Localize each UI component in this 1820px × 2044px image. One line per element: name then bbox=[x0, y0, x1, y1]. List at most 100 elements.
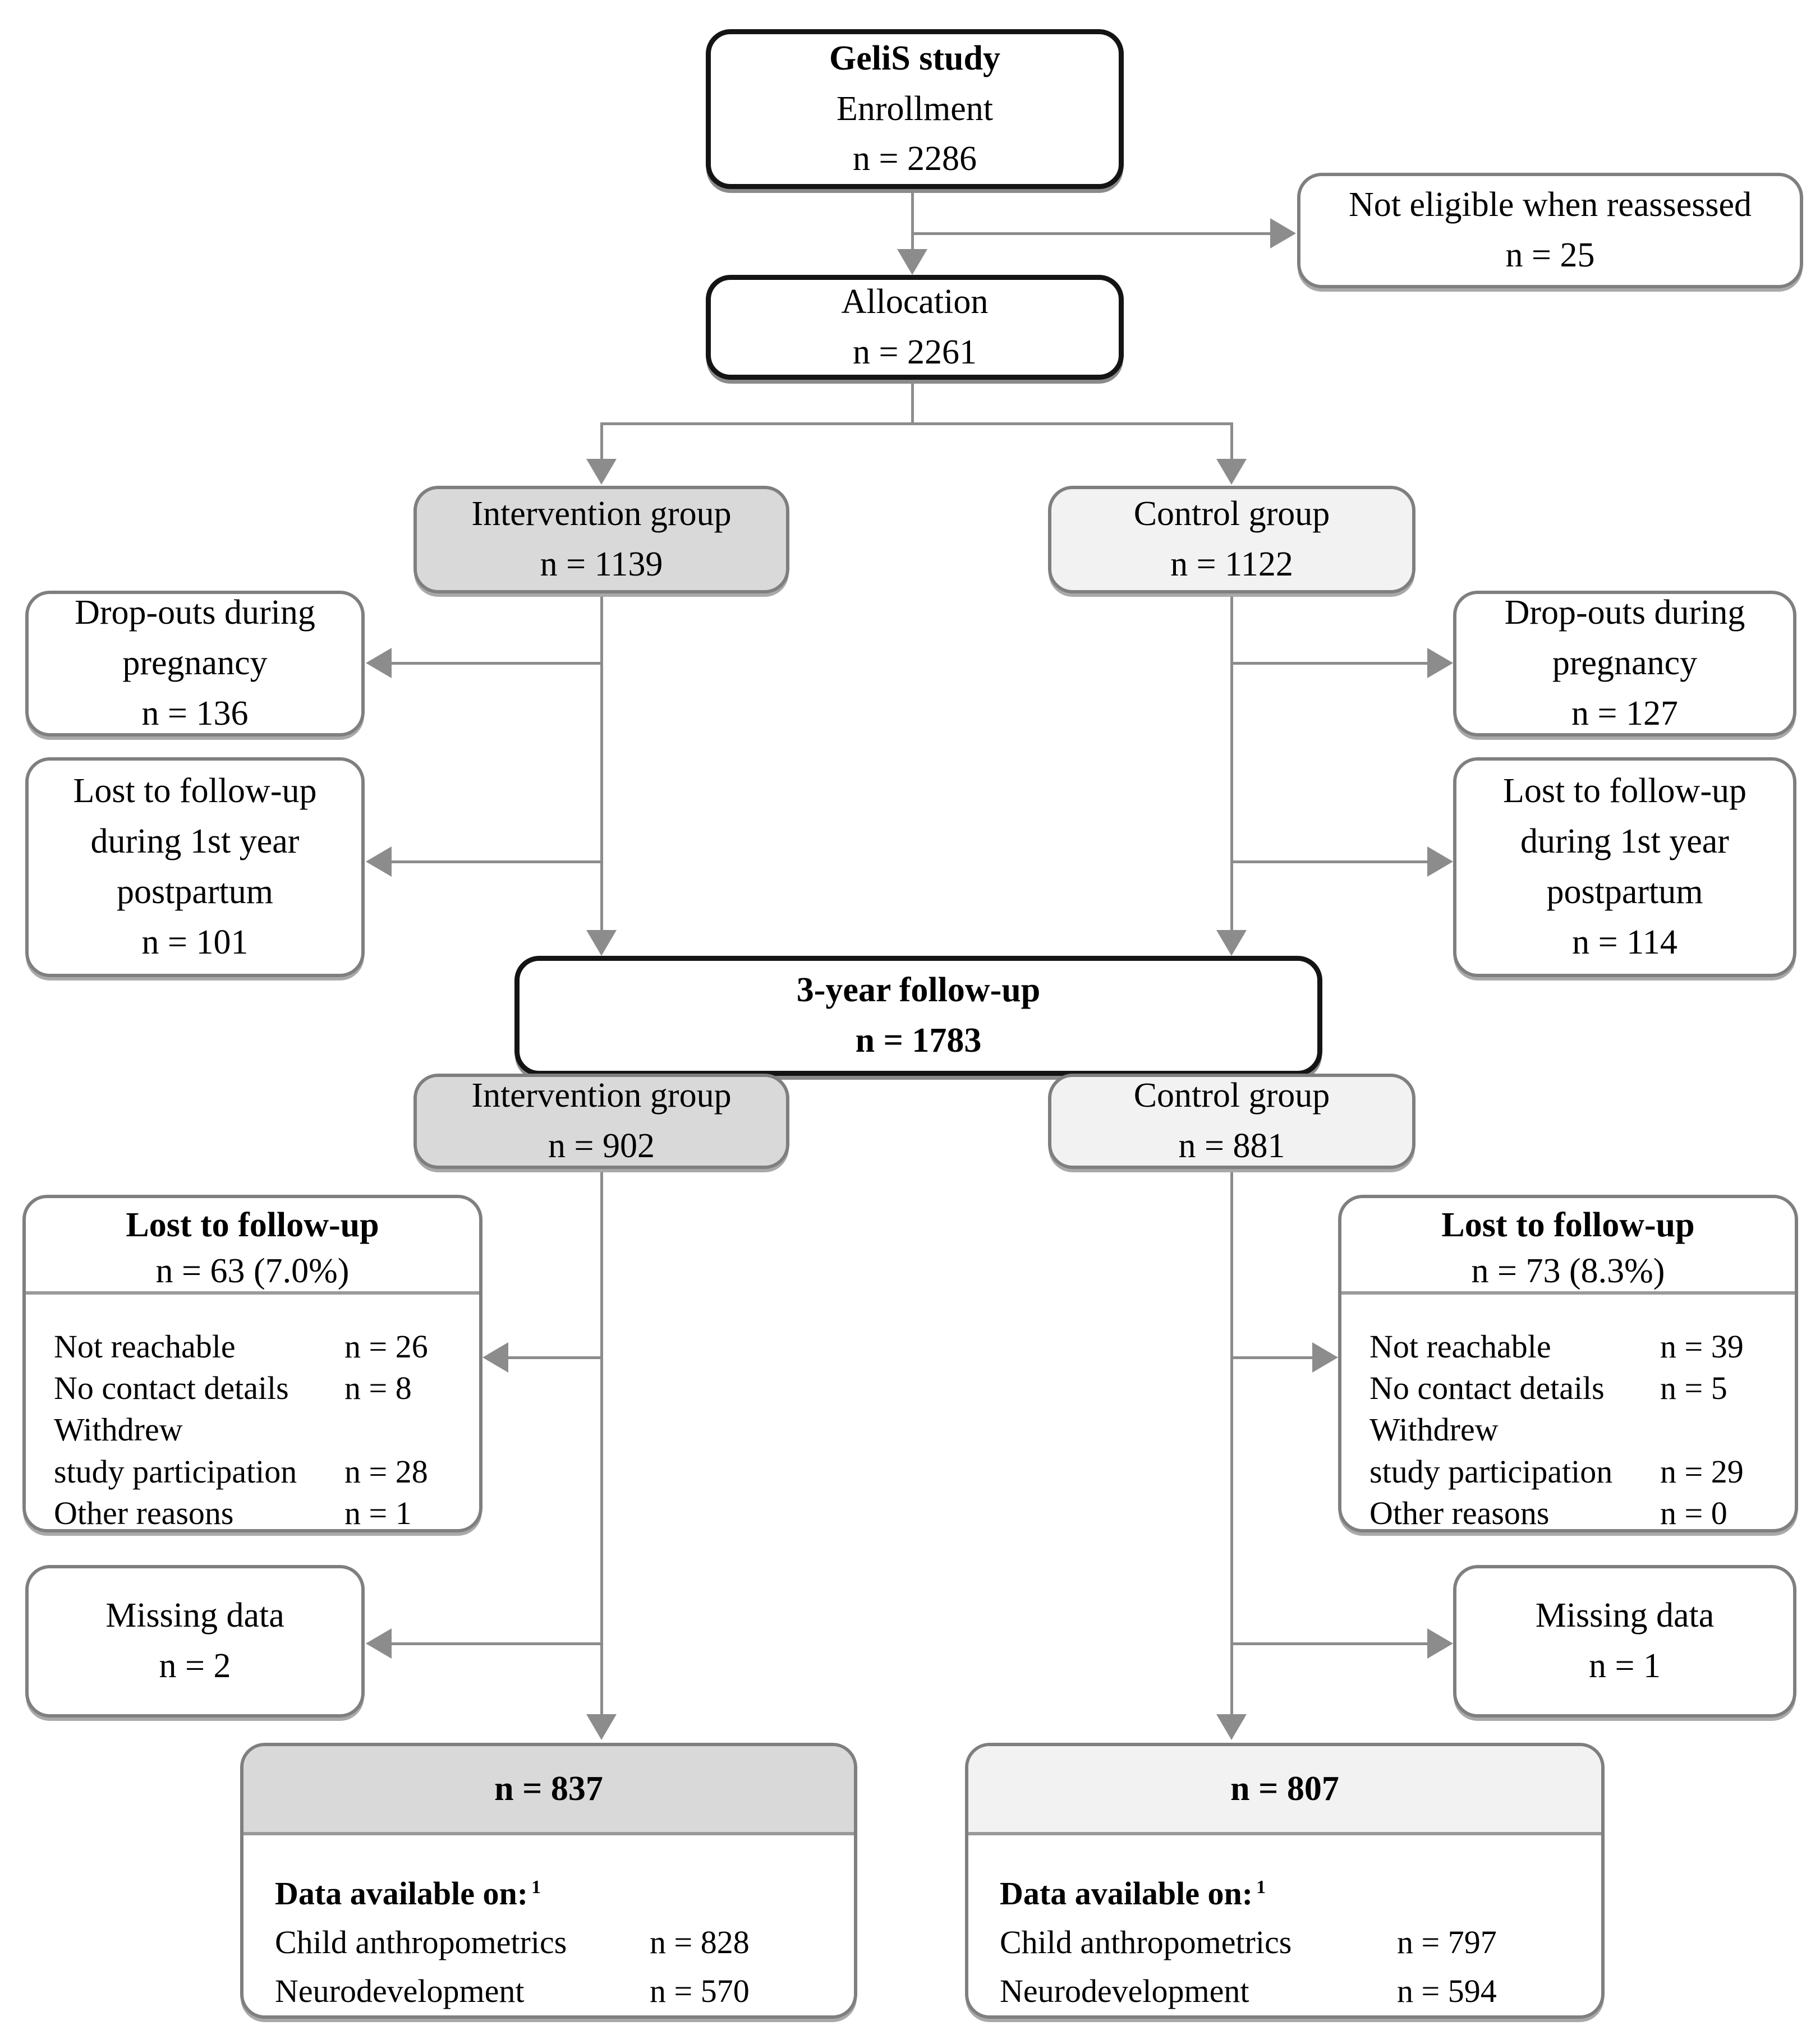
control-followup-box: Control group n = 881 bbox=[1048, 1074, 1415, 1169]
lost-year1-intervention-n: n = 101 bbox=[141, 923, 249, 961]
connector-split-intervention bbox=[600, 422, 603, 459]
dropouts-control-n: n = 127 bbox=[1571, 694, 1678, 733]
connector-dropouts-intervention bbox=[392, 662, 601, 665]
not-eligible-n: n = 25 bbox=[1505, 236, 1595, 274]
lost-year1-intervention-box: Lost to follow-up during 1st year postpa… bbox=[25, 757, 365, 977]
missing-data-intervention-n: n = 2 bbox=[159, 1647, 231, 1685]
connector-lost3year-control bbox=[1231, 1356, 1313, 1359]
final-control-box: n = 807 Data available on:1 Child anthro… bbox=[965, 1743, 1605, 2019]
connector-missing-control bbox=[1231, 1642, 1428, 1645]
reason-label: Withdrew bbox=[1369, 1411, 1499, 1448]
reason-label: Other reasons bbox=[54, 1494, 234, 1531]
reason-row: Withdrew bbox=[1369, 1409, 1778, 1451]
lost-3year-control-n: n = 73 (8.3%) bbox=[1471, 1252, 1665, 1290]
missing-data-intervention-label: Missing data bbox=[105, 1596, 284, 1635]
intervention-followup-box: Intervention group n = 902 bbox=[413, 1074, 789, 1169]
control-allocation-label: Control group bbox=[1133, 495, 1330, 533]
reason-label: Not reachable bbox=[54, 1328, 236, 1365]
intervention-allocation-n: n = 1139 bbox=[540, 545, 663, 583]
connector-allocation-split bbox=[911, 380, 914, 425]
dropouts-control-line2: pregnancy bbox=[1552, 644, 1698, 683]
connector-lost3year-intervention bbox=[508, 1356, 601, 1359]
data-row: Neurodevelopment n = 594 bbox=[1000, 1967, 1577, 2015]
data-available-row: Data available on:1 bbox=[1000, 1869, 1577, 1918]
intervention-followup-label: Intervention group bbox=[471, 1076, 732, 1115]
arrowhead-left-dropouts bbox=[366, 648, 392, 678]
reason-row: Other reasons n = 1 bbox=[54, 1493, 462, 1531]
missing-data-control-label: Missing data bbox=[1535, 1596, 1715, 1635]
arrowhead-down-control-group bbox=[1216, 459, 1247, 485]
reason-value: n = 29 bbox=[1660, 1453, 1744, 1490]
arrowhead-right-lost3year bbox=[1312, 1342, 1338, 1373]
reason-label: study participation bbox=[54, 1453, 297, 1490]
reason-value: n = 5 bbox=[1660, 1370, 1727, 1407]
connector-split-control bbox=[1230, 422, 1233, 459]
data-value: n = 797 bbox=[1397, 1924, 1497, 1960]
arrowhead-left-missing bbox=[366, 1628, 392, 1659]
data-label: Neurodevelopment bbox=[275, 1973, 525, 2009]
reason-value bbox=[1660, 1409, 1778, 1451]
dropouts-intervention-box: Drop-outs during pregnancy n = 136 bbox=[25, 591, 365, 736]
lost-3year-intervention-n: n = 63 (7.0%) bbox=[155, 1252, 350, 1290]
divider bbox=[26, 1291, 479, 1295]
data-value: n = 828 bbox=[650, 1924, 750, 1960]
reason-value: n = 1 bbox=[344, 1494, 412, 1531]
arrowhead-right-not-eligible bbox=[1270, 218, 1296, 248]
lost-3year-intervention-title: Lost to follow-up bbox=[126, 1206, 379, 1245]
data-available-label: Data available on:1 bbox=[275, 1875, 541, 1912]
enrollment-n: n = 2286 bbox=[853, 140, 977, 178]
final-intervention-n: n = 837 bbox=[494, 1769, 603, 1808]
reason-label: No contact details bbox=[54, 1370, 289, 1407]
reason-value: n = 39 bbox=[1660, 1328, 1744, 1365]
control-followup-n: n = 881 bbox=[1178, 1127, 1285, 1165]
data-row: Child anthropometrics n = 797 bbox=[1000, 1918, 1577, 1967]
data-label: Neurodevelopment bbox=[1000, 1973, 1249, 2009]
control-allocation-box: Control group n = 1122 bbox=[1048, 486, 1415, 593]
connector-missing-intervention bbox=[392, 1642, 601, 1645]
arrowhead-right-lost1 bbox=[1427, 846, 1453, 877]
reason-value: n = 0 bbox=[1660, 1494, 1727, 1531]
connector-split-bar bbox=[600, 422, 1233, 425]
final-control-details: Data available on:1 Child anthropometric… bbox=[968, 1835, 1601, 2015]
connector-lost1-intervention bbox=[392, 860, 601, 863]
data-available-label: Data available on:1 bbox=[1000, 1875, 1266, 1912]
lost-year1-control-line2: during 1st year bbox=[1520, 822, 1729, 861]
arrowhead-left-lost1 bbox=[366, 846, 392, 877]
dropouts-control-line1: Drop-outs during bbox=[1504, 593, 1745, 632]
allocation-box: Allocation n = 2261 bbox=[706, 275, 1124, 380]
enrollment-box: GeliS study Enrollment n = 2286 bbox=[706, 29, 1124, 189]
reason-row: study participation n = 29 bbox=[1369, 1451, 1778, 1493]
reason-row: No contact details n = 5 bbox=[1369, 1368, 1778, 1409]
connector-control-3year bbox=[1230, 593, 1233, 931]
missing-data-control-box: Missing data n = 1 bbox=[1453, 1565, 1796, 1718]
final-intervention-box: n = 837 Data available on:1 Child anthro… bbox=[240, 1743, 857, 2019]
reason-label: study participation bbox=[1369, 1453, 1613, 1490]
lost-year1-intervention-line2: during 1st year bbox=[90, 822, 300, 861]
final-control-header: n = 807 bbox=[968, 1746, 1601, 1832]
divider bbox=[1341, 1291, 1795, 1295]
lost-3year-control-title: Lost to follow-up bbox=[1441, 1206, 1695, 1245]
reason-label: No contact details bbox=[1369, 1370, 1605, 1407]
reason-label: Withdrew bbox=[54, 1411, 183, 1448]
enrollment-title: GeliS study bbox=[829, 39, 1000, 77]
arrowhead-left-lost3year bbox=[482, 1342, 508, 1373]
lost-year1-control-line1: Lost to follow-up bbox=[1503, 772, 1747, 811]
arrowhead-down-3year-right bbox=[1216, 930, 1247, 956]
intervention-followup-n: n = 902 bbox=[548, 1127, 655, 1165]
lost-year1-control-box: Lost to follow-up during 1st year postpa… bbox=[1453, 757, 1796, 977]
connector-dropouts-control bbox=[1231, 662, 1428, 665]
connector-lost1-control bbox=[1231, 860, 1428, 863]
data-value: n = 594 bbox=[1397, 1973, 1497, 2009]
intervention-allocation-label: Intervention group bbox=[471, 495, 732, 533]
data-label: Child anthropometrics bbox=[1000, 1924, 1292, 1960]
arrowhead-down-final-right bbox=[1216, 1714, 1247, 1740]
connector-enrollment-allocation bbox=[911, 189, 914, 249]
